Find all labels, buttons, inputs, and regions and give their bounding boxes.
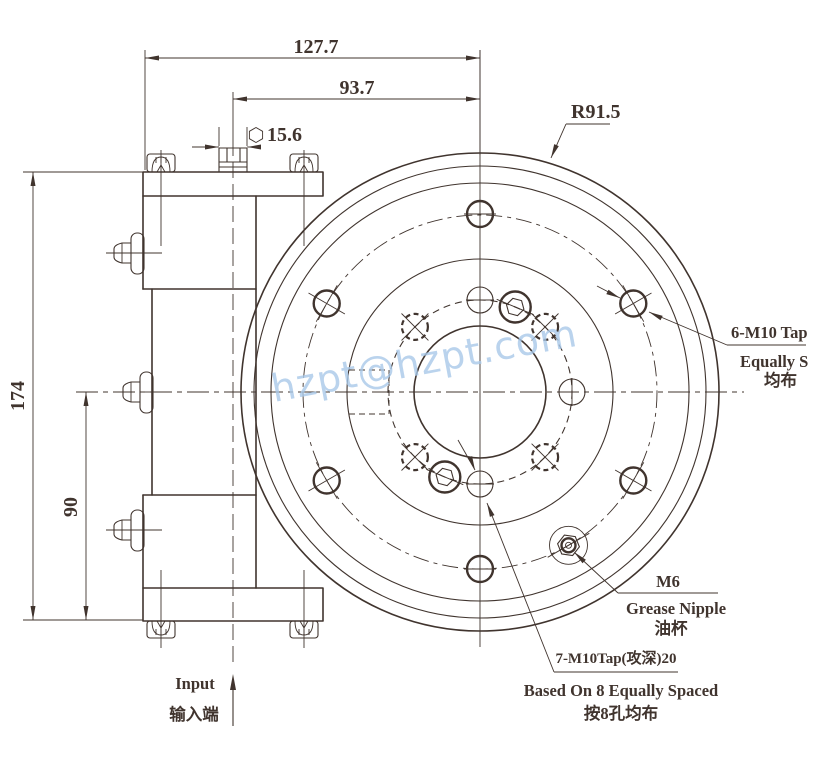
- dim-15-6-text: 15.6: [267, 124, 302, 146]
- input-label-zh: 输入端: [169, 704, 219, 724]
- inner-tap-label-2: Based On 8 Equally Spaced: [524, 681, 718, 700]
- flange-circle-3: [270, 182, 690, 602]
- flange-circle-2: [253, 165, 707, 619]
- radius-text: R91.5: [571, 101, 620, 123]
- dimension-93-7: 93.7: [232, 77, 480, 140]
- front-view-flange: [76, 50, 744, 647]
- outer-tap-hole-270: [464, 554, 496, 584]
- dim-127-7-text: 127.7: [294, 36, 339, 58]
- center-bore: [413, 325, 547, 459]
- radius-callout-r91-5: R91.5: [550, 101, 620, 159]
- inner-tap-label-3: 按8孔均布: [584, 703, 658, 723]
- inner-tap-hole-45: [530, 312, 560, 341]
- dim-93-7-text: 93.7: [340, 77, 375, 99]
- callout-grease-nipple: M6 Grease Nipple 油杯: [574, 552, 726, 638]
- hex-socket-plug-bottom: [426, 460, 464, 494]
- dim-174-text: 174: [7, 381, 29, 411]
- grease-nipple: [547, 525, 590, 565]
- inner-hole-270: [466, 470, 494, 498]
- outer-tap-hole-210: [308, 462, 346, 499]
- keyway-slot: [349, 369, 390, 415]
- dimension-174: 174: [7, 171, 143, 621]
- watermark-text: hzpt@hzpt.com: [268, 311, 581, 411]
- outer-tap-label-3: 均布: [764, 370, 797, 390]
- inner-hole-90: [466, 286, 494, 314]
- outer-tap-label-2: Equally S: [740, 352, 808, 371]
- grease-name-en: Grease Nipple: [626, 599, 726, 618]
- inner-hole-0: [558, 378, 586, 406]
- top-mounting-plate: [142, 171, 324, 197]
- outer-tap-label-1: 6-M10 Tap: [731, 323, 808, 342]
- dim-90-text: 90: [60, 497, 82, 517]
- input-callout: Input 输入端: [169, 674, 236, 726]
- bottom-mounting-plate: [142, 587, 324, 622]
- hexagon-symbol: [248, 126, 264, 144]
- outer-tap-hole-330: [614, 462, 652, 499]
- outer-tap-hole-90: [464, 199, 496, 229]
- inner-tap-hole-135: [400, 312, 429, 341]
- inner-ring-circle: [346, 258, 614, 526]
- callout-7-m10: 7-M10Tap(攻深)20 Based On 8 Equally Spaced…: [457, 439, 718, 723]
- dimension-15-6: 15.6: [192, 124, 302, 150]
- dimension-90: 90: [60, 392, 89, 620]
- side-bolt-middle: [122, 371, 154, 414]
- callout-6-m10: 6-M10 Tap Equally S 均布: [596, 285, 808, 390]
- side-bolt-top: [106, 232, 162, 275]
- grease-size-label: M6: [656, 572, 680, 591]
- side-bolt-bottom: [106, 509, 162, 552]
- inner-tap-hole-225: [400, 443, 429, 472]
- inner-tap-hole-315: [530, 443, 560, 472]
- outer-tap-hole-150: [308, 285, 346, 322]
- dimension-127-7: 127.7: [144, 36, 481, 170]
- inner-tap-label-1: 7-M10Tap(攻深)20: [555, 649, 676, 667]
- input-label-en: Input: [175, 674, 215, 693]
- outer-tap-hole-30: [614, 285, 652, 322]
- hex-socket-plug-top: [496, 290, 534, 324]
- grease-name-zh: 油杯: [655, 618, 689, 638]
